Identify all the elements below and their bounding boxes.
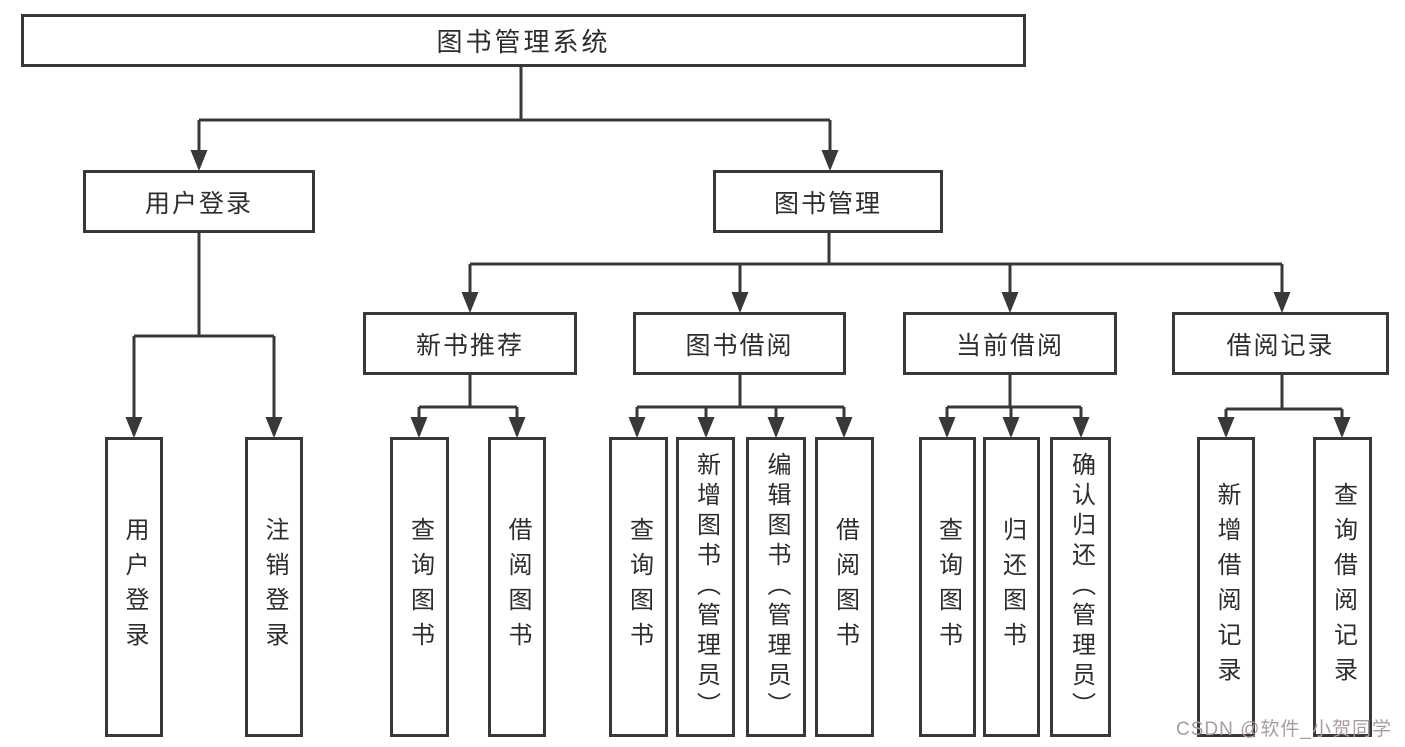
node-label: 新增借阅记录 [1213, 482, 1240, 692]
leaf-query-books-current: 查询图书 [919, 437, 976, 737]
connector-newbooks-to-leaves [417, 373, 519, 435]
node-label: 查询图书 [625, 517, 653, 657]
node-label: 编辑图书（管理员） [763, 452, 790, 722]
leaf-query-books-recommend: 查询图书 [390, 437, 449, 737]
node-label: 用户登录 [121, 517, 148, 657]
node-new-book-recommendation: 新书推荐 [363, 312, 577, 375]
connector-records-to-leaves [1224, 373, 1344, 435]
leaf-logout: 注销登录 [245, 437, 303, 737]
leaf-borrow-books-recommend: 借阅图书 [488, 437, 546, 737]
node-label: 新书推荐 [415, 331, 524, 360]
node-label: 归还图书 [998, 517, 1026, 657]
node-label: 图书借阅 [685, 331, 794, 360]
node-label: 借阅图书 [831, 517, 859, 657]
leaf-add-borrow-record: 新增借阅记录 [1197, 437, 1255, 737]
leaf-return-books: 归还图书 [983, 437, 1040, 737]
leaf-confirm-return-admin: 确认归还（管理员） [1050, 437, 1111, 737]
leaf-edit-books-admin: 编辑图书（管理员） [746, 437, 806, 737]
leaf-user-login: 用户登录 [105, 437, 163, 737]
node-label: 确认归还（管理员） [1067, 452, 1095, 722]
node-book-borrowing: 图书借阅 [633, 312, 846, 375]
node-book-management: 图书管理 [713, 170, 943, 233]
node-current-borrowing: 当前借阅 [903, 312, 1117, 375]
node-label: 用户登录 [144, 189, 253, 218]
node-label: 图书管理系统 [436, 27, 611, 57]
node-label: 查询图书 [934, 517, 962, 657]
csdn-watermark: CSDN @软件_小贺同学 [1176, 719, 1392, 740]
arrowheads [125, 150, 1351, 438]
leaf-query-books-borrow: 查询图书 [609, 437, 668, 737]
node-label: 查询图书 [406, 517, 434, 657]
connector-root-to-level2 [197, 65, 832, 168]
leaf-query-borrow-record: 查询借阅记录 [1313, 437, 1372, 737]
leaf-add-books-admin: 新增图书（管理员） [676, 437, 735, 737]
connector-userlogin-to-leaves [132, 231, 276, 435]
node-label: 图书管理 [773, 189, 882, 218]
node-label: 注销登录 [261, 517, 288, 657]
connector-borrow-to-leaves [635, 373, 846, 435]
node-borrowing-records: 借阅记录 [1172, 312, 1389, 375]
node-library-management-system: 图书管理系统 [21, 14, 1026, 67]
node-user-login: 用户登录 [83, 170, 315, 233]
leaf-borrow-books: 借阅图书 [815, 437, 874, 737]
node-label: 当前借阅 [955, 331, 1064, 360]
node-label: 借阅图书 [504, 517, 531, 657]
node-label: 借阅记录 [1226, 331, 1335, 360]
connector-bookmgmt-to-level3 [468, 231, 1284, 310]
node-label: 查询借阅记录 [1329, 482, 1357, 692]
node-label: 新增图书（管理员） [692, 452, 720, 722]
